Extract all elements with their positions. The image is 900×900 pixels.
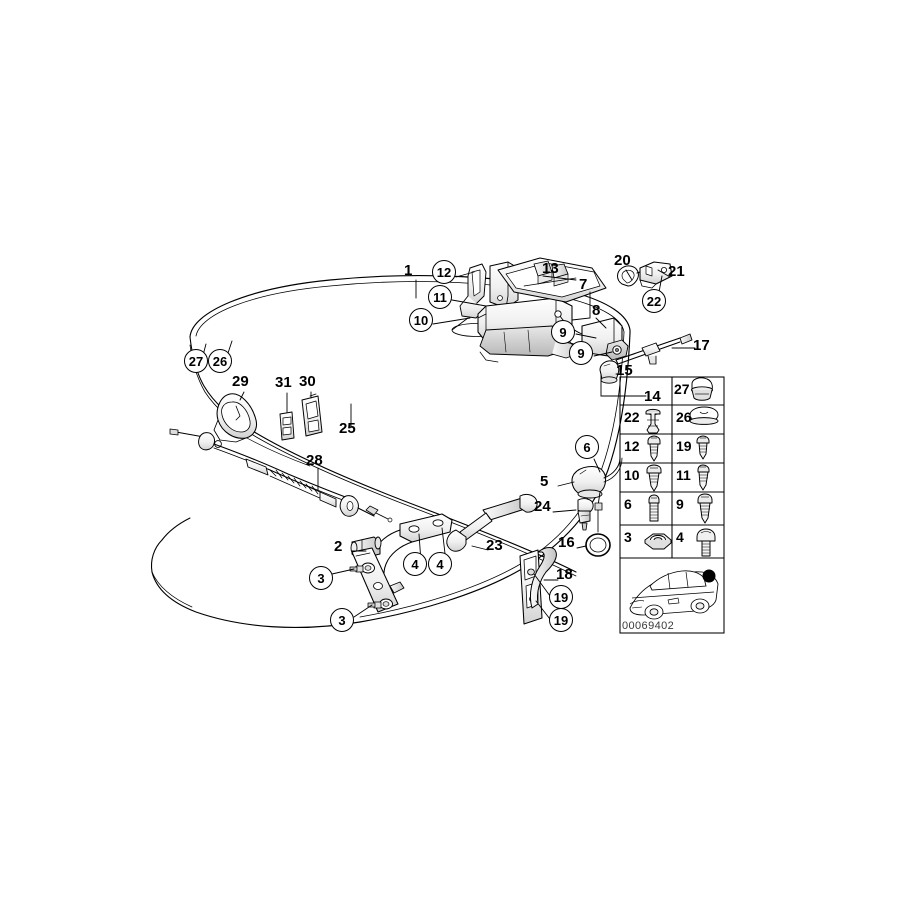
legend-cell-number-19[interactable]: 19 xyxy=(676,438,692,454)
legend-icon-26 xyxy=(689,406,719,425)
callout-label-8[interactable]: 8 xyxy=(592,302,601,319)
callout-bubble-4[interactable]: 4 xyxy=(428,552,452,576)
callout-bubble-22[interactable]: 22 xyxy=(642,289,666,313)
legend-cell-number-3[interactable]: 3 xyxy=(624,529,632,545)
legend-cell-number-12[interactable]: 12 xyxy=(624,438,640,454)
callout-label-24[interactable]: 24 xyxy=(534,498,551,515)
callout-bubble-27[interactable]: 27 xyxy=(184,349,208,373)
legend-icon-27 xyxy=(691,377,713,401)
callout-label-20[interactable]: 20 xyxy=(614,252,631,269)
rubber-bumper-stop xyxy=(599,360,620,384)
legend-cell-number-9[interactable]: 9 xyxy=(676,496,684,512)
legend-cell-number-6[interactable]: 6 xyxy=(624,496,632,512)
legend-icon-11 xyxy=(697,464,710,491)
legend-cell-number-4[interactable]: 4 xyxy=(676,529,684,545)
callout-label-31[interactable]: 31 xyxy=(275,374,292,391)
callout-bubble-3[interactable]: 3 xyxy=(330,608,354,632)
legend-vehicle-panel xyxy=(629,569,719,620)
callout-label-17[interactable]: 17 xyxy=(693,337,710,354)
legend-icon-12 xyxy=(647,435,661,462)
callout-label-7[interactable]: 7 xyxy=(579,276,588,293)
legend-icon-4 xyxy=(696,528,716,557)
callout-label-21[interactable]: 21 xyxy=(668,263,685,280)
catch-bracket-small xyxy=(639,261,673,289)
callout-bubble-4[interactable]: 4 xyxy=(403,552,427,576)
legend-icon-22 xyxy=(645,408,661,434)
legend-icon-3 xyxy=(644,533,672,550)
micro-switch xyxy=(577,498,594,531)
callout-bubble-3[interactable]: 3 xyxy=(309,566,333,590)
legend-cell-number-22[interactable]: 22 xyxy=(624,409,640,425)
callout-bubble-10[interactable]: 10 xyxy=(409,308,433,332)
callout-label-2[interactable]: 2 xyxy=(334,538,343,555)
callout-bubble-6[interactable]: 6 xyxy=(575,435,599,459)
rubber-pad-5 xyxy=(571,465,607,499)
callout-label-29[interactable]: 29 xyxy=(232,373,249,390)
callout-label-14[interactable]: 14 xyxy=(644,388,661,405)
cable-clip-31 xyxy=(279,411,295,441)
trunk-lid-panel xyxy=(150,274,631,629)
callout-label-18[interactable]: 18 xyxy=(556,566,573,583)
striker-plate xyxy=(497,257,607,303)
callout-bubble-19[interactable]: 19 xyxy=(549,585,573,609)
trunk-lock-assembly xyxy=(451,261,579,363)
legend-icon-19 xyxy=(696,435,710,460)
location-dot xyxy=(702,569,716,583)
hinge-pin-rod xyxy=(615,333,693,365)
interior-release-handle xyxy=(213,393,257,448)
legend-cell-number-11[interactable]: 11 xyxy=(676,467,691,483)
callout-label-28[interactable]: 28 xyxy=(306,452,323,469)
legend-cell-number-26[interactable]: 26 xyxy=(676,409,692,425)
legend-icon-6 xyxy=(648,494,660,522)
catch-bracket xyxy=(519,547,557,625)
callout-label-25[interactable]: 25 xyxy=(339,420,356,437)
callout-bubble-19[interactable]: 19 xyxy=(549,608,573,632)
legend-cell-number-10[interactable]: 10 xyxy=(624,467,640,483)
callout-label-23[interactable]: 23 xyxy=(486,537,503,554)
legend-icon-10 xyxy=(646,464,662,492)
callout-label-15[interactable]: 15 xyxy=(616,362,633,379)
callout-bubble-11[interactable]: 11 xyxy=(428,285,452,309)
callout-label-1[interactable]: 1 xyxy=(404,262,413,279)
callout-label-16[interactable]: 16 xyxy=(558,534,575,551)
callout-label-5[interactable]: 5 xyxy=(540,473,549,490)
callout-bubble-12[interactable]: 12 xyxy=(432,260,456,284)
gas-pressurized-strut xyxy=(446,493,538,552)
legend-icon-9 xyxy=(697,493,713,524)
callout-bubble-9[interactable]: 9 xyxy=(569,341,593,365)
emergency-release-cable xyxy=(169,428,393,523)
callout-bubble-9[interactable]: 9 xyxy=(551,320,575,344)
cable-clip-30 xyxy=(301,393,323,437)
diagram-id-code: 00069402 xyxy=(622,620,675,632)
callout-bubble-26[interactable]: 26 xyxy=(208,349,232,373)
callout-label-30[interactable]: 30 xyxy=(299,373,316,390)
callout-label-13[interactable]: 13 xyxy=(542,260,559,277)
legend-cell-number-27[interactable]: 27 xyxy=(674,381,690,397)
